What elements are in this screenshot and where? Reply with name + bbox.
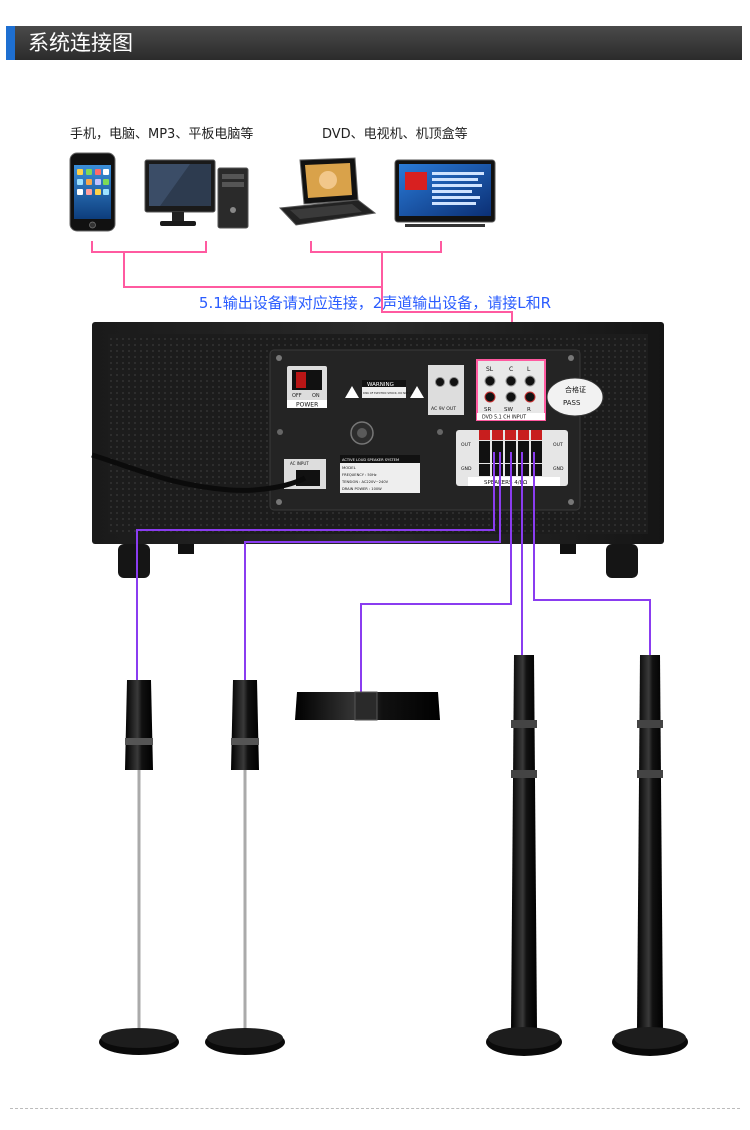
header-bar (6, 26, 742, 60)
amplifier-rear-panel: OFF ON POWER WARNING RISK OF ELECTRIC SH… (91, 322, 664, 578)
ac-out-port (428, 365, 464, 415)
svg-text:SW: SW (504, 407, 513, 413)
power-cord (91, 452, 307, 493)
speaker-wires (136, 452, 651, 692)
center-speaker (295, 691, 440, 721)
connection-instruction: 5.1输出设备请对应连接，2声道输出设备，请接L和R (198, 294, 552, 312)
svg-text:合格证: 合格证 (565, 385, 586, 394)
svg-text:AC 9V OUT: AC 9V OUT (431, 406, 456, 412)
svg-text:FREQUENCY : 50Hz: FREQUENCY : 50Hz (342, 473, 377, 477)
desktop-computer-icon (144, 159, 249, 229)
svg-text:ACTIVE LOUD SPEAKER SYSTEM: ACTIVE LOUD SPEAKER SYSTEM (342, 458, 399, 462)
satellite-speaker-surround-left (205, 680, 285, 1055)
phone-icon (69, 152, 116, 232)
on-label: ON (312, 393, 320, 399)
source-group-1-label: 手机，电脑、MP3、平板电脑等 (70, 127, 254, 142)
pass-sticker: 合格证 PASS (546, 377, 604, 417)
svg-text:SPEAKERS 4/8Ω: SPEAKERS 4/8Ω (484, 480, 527, 486)
warning-sign: WARNING RISK OF ELECTRIC SHOCK, DO NOT O… (345, 380, 424, 398)
svg-text:L: L (527, 366, 531, 373)
flat-tv-icon (394, 159, 496, 227)
svg-text:SL: SL (486, 366, 494, 373)
svg-text:SR: SR (484, 407, 491, 413)
bottom-divider (10, 1108, 740, 1109)
warning-label: WARNING (367, 382, 394, 388)
tower-speaker-front-right (486, 655, 562, 1056)
spec-label: ACTIVE LOUD SPEAKER SYSTEM MODEL FREQUEN… (340, 455, 420, 493)
page-title: 系统连接图 (28, 31, 133, 55)
warning-sub-label: RISK OF ELECTRIC SHOCK, DO NOT OPEN (363, 391, 417, 395)
svg-text:R: R (527, 407, 531, 413)
power-label: POWER (296, 402, 318, 409)
svg-text:OUT: OUT (553, 442, 563, 448)
off-label: OFF (292, 393, 302, 399)
svg-text:DVD 5.1 CH INPUT: DVD 5.1 CH INPUT (482, 415, 526, 421)
svg-text:DRAIN POWER : 100W: DRAIN POWER : 100W (342, 487, 382, 491)
svg-text:TENSION : AC220V~240V: TENSION : AC220V~240V (341, 480, 389, 484)
dvd-5-1-input-jacks: SL C L SR SW R DVD 5.1 CH INPUT (476, 359, 546, 421)
svg-text:C: C (509, 366, 513, 373)
svg-text:GND: GND (553, 466, 564, 472)
svg-text:PASS: PASS (563, 399, 581, 407)
satellite-speaker-left (99, 680, 179, 1055)
portable-dvd-icon (278, 157, 377, 226)
svg-text:AC INPUT: AC INPUT (290, 461, 309, 466)
tower-speaker-surround-right (612, 655, 688, 1056)
header-accent (6, 26, 15, 60)
svg-text:OUT: OUT (461, 442, 471, 448)
section-header: 系统连接图 (0, 0, 750, 64)
svg-text:MODEL: MODEL (342, 465, 357, 470)
svg-text:GND: GND (461, 466, 472, 472)
source-group-2-label: DVD、电视机、机顶盒等 (322, 127, 468, 142)
